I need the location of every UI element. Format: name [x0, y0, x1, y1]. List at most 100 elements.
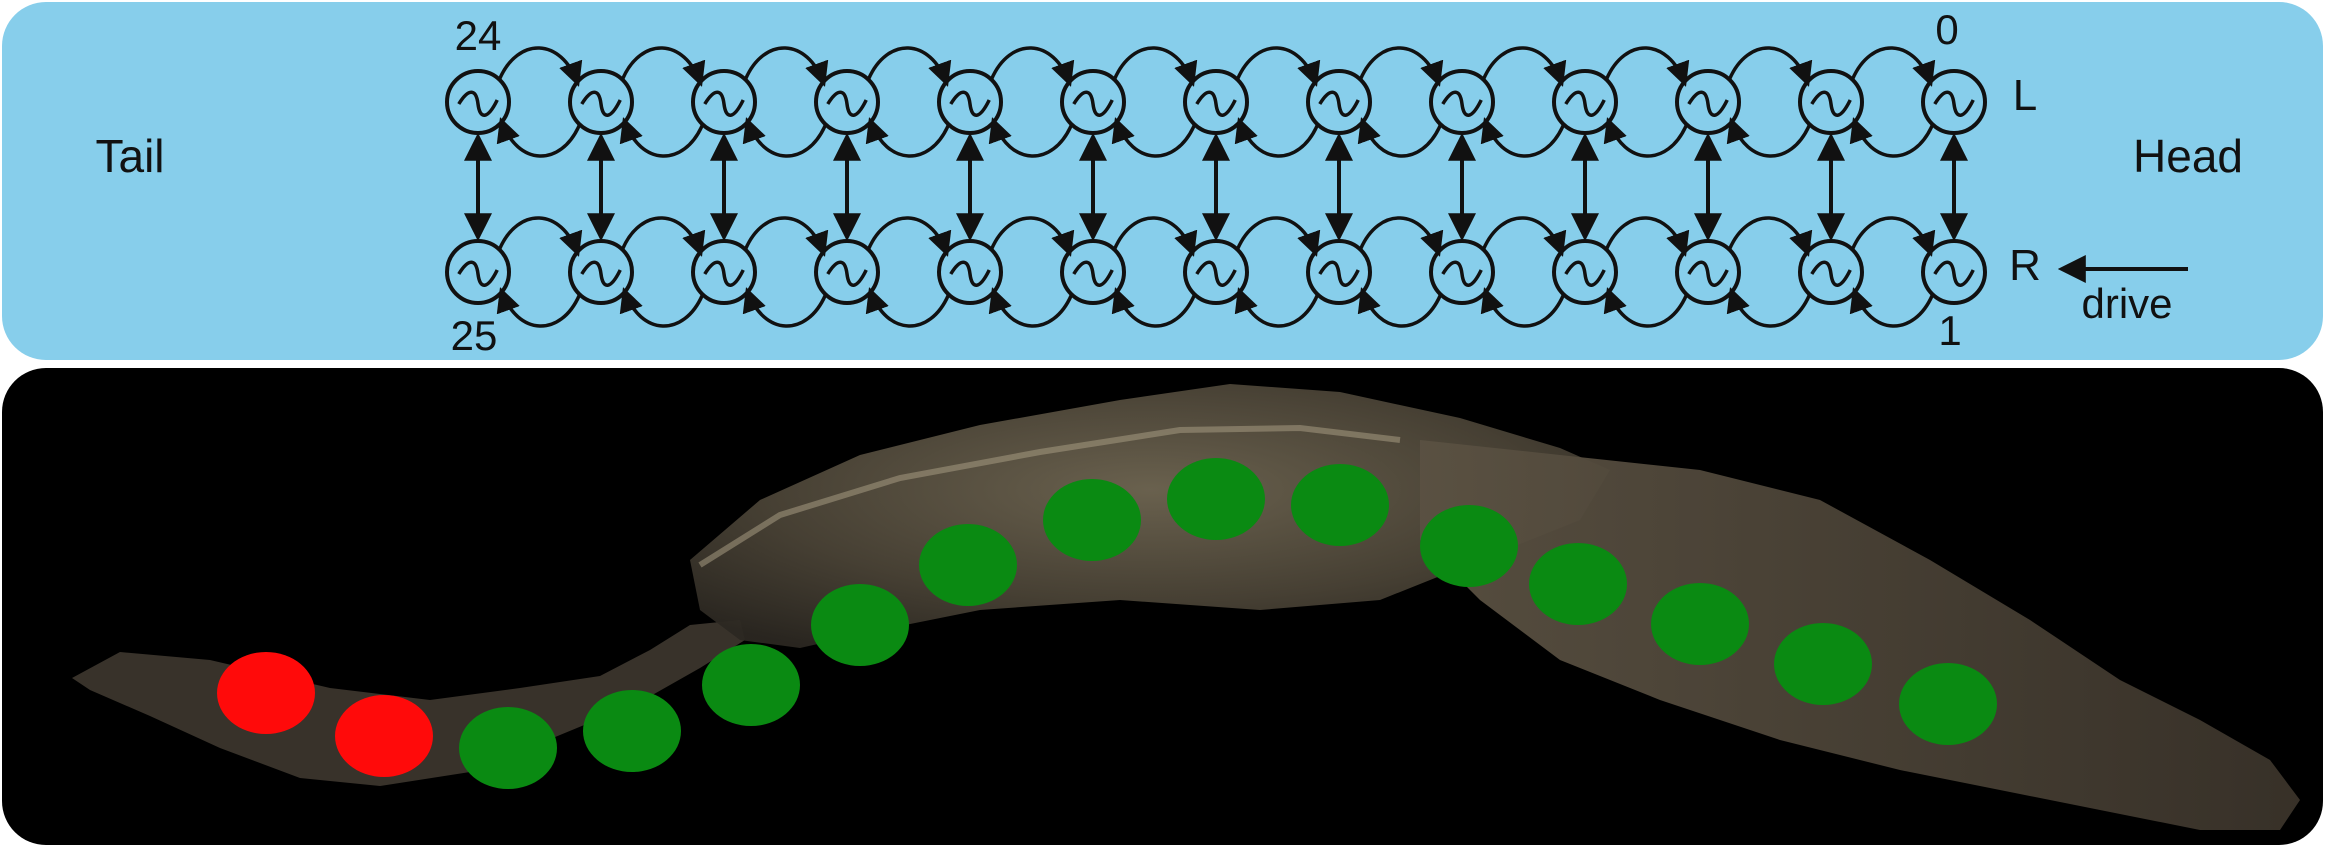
head-label: Head — [2133, 130, 2243, 182]
backward-coupling-arrow — [496, 287, 581, 328]
row-left-label: L — [2013, 71, 2037, 120]
forward-coupling-arrow — [1605, 46, 1690, 87]
sine-wave-icon — [1318, 90, 1360, 117]
tail-label: Tail — [95, 130, 164, 182]
sine-wave-icon — [703, 260, 745, 287]
backward-coupling-arrow — [742, 287, 827, 328]
sine-wave-icon — [1441, 260, 1483, 287]
sine-wave-icon — [1687, 90, 1729, 117]
green-segment-marker — [702, 644, 800, 726]
forward-coupling-arrow — [1851, 46, 1936, 87]
robot-photo-panel — [2, 368, 2323, 845]
green-segment-marker — [583, 690, 681, 772]
sine-wave-icon — [457, 90, 499, 117]
row-right-label: R — [2009, 241, 2041, 290]
backward-coupling-arrow — [1726, 117, 1811, 158]
backward-coupling-arrow — [988, 117, 1073, 158]
robot-body-mid-segment — [690, 384, 1610, 648]
sine-wave-icon — [1072, 90, 1114, 117]
backward-coupling-arrow — [1849, 117, 1934, 158]
backward-coupling-arrow — [865, 287, 950, 328]
sine-wave-icon — [949, 90, 991, 117]
panel-background — [2, 2, 2323, 360]
forward-coupling-arrow — [1728, 216, 1813, 257]
backward-coupling-arrow — [988, 287, 1073, 328]
backward-coupling-arrow — [496, 117, 581, 158]
sine-wave-icon — [826, 260, 868, 287]
backward-coupling-arrow — [1357, 117, 1442, 158]
sine-wave-icon — [1441, 90, 1483, 117]
forward-coupling-arrow — [1236, 216, 1321, 257]
backward-coupling-arrow — [1234, 287, 1319, 328]
sine-wave-icon — [580, 260, 622, 287]
robot-body-highlight — [698, 424, 1401, 568]
backward-coupling-arrow — [1480, 287, 1565, 328]
green-segment-marker — [1291, 464, 1389, 546]
sine-wave-icon — [580, 90, 622, 117]
sine-wave-icon — [1564, 90, 1606, 117]
forward-coupling-arrow — [744, 46, 829, 87]
green-segment-marker — [1529, 543, 1627, 625]
sine-wave-icon — [1933, 90, 1975, 117]
backward-coupling-arrow — [865, 117, 950, 158]
backward-coupling-arrow — [1603, 117, 1688, 158]
sine-wave-icon — [1072, 260, 1114, 287]
backward-coupling-arrow — [1111, 287, 1196, 328]
backward-coupling-arrow — [1111, 117, 1196, 158]
green-segment-marker — [811, 584, 909, 666]
oscillator-network — [445, 46, 1987, 328]
forward-coupling-arrow — [498, 46, 583, 87]
index-bottom-left: 25 — [451, 312, 498, 359]
drive-label: drive — [2081, 280, 2172, 327]
forward-coupling-arrow — [1728, 46, 1813, 87]
forward-coupling-arrow — [1482, 46, 1567, 87]
green-segment-marker — [1167, 458, 1265, 540]
red-segment-marker — [335, 695, 433, 777]
green-segment-marker — [1651, 583, 1749, 665]
sine-wave-icon — [1933, 260, 1975, 287]
sine-wave-icon — [1564, 260, 1606, 287]
backward-coupling-arrow — [1849, 287, 1934, 328]
forward-coupling-arrow — [498, 216, 583, 257]
forward-coupling-arrow — [867, 216, 952, 257]
green-segment-marker — [1043, 479, 1141, 561]
forward-coupling-arrow — [744, 216, 829, 257]
forward-coupling-arrow — [621, 46, 706, 87]
sine-wave-icon — [949, 260, 991, 287]
green-segment-marker — [1899, 663, 1997, 745]
forward-coupling-arrow — [990, 46, 1075, 87]
forward-coupling-arrow — [1605, 216, 1690, 257]
backward-coupling-arrow — [619, 287, 704, 328]
index-top-left: 24 — [455, 12, 502, 59]
forward-coupling-arrow — [1851, 216, 1936, 257]
sine-wave-icon — [457, 260, 499, 287]
forward-coupling-arrow — [1236, 46, 1321, 87]
sine-wave-icon — [1687, 260, 1729, 287]
forward-coupling-arrow — [621, 216, 706, 257]
sine-wave-icon — [826, 90, 868, 117]
index-bottom-right: 1 — [1938, 307, 1961, 354]
segment-markers — [217, 458, 1997, 789]
backward-coupling-arrow — [1726, 287, 1811, 328]
backward-coupling-arrow — [742, 117, 827, 158]
backward-coupling-arrow — [1603, 287, 1688, 328]
sine-wave-icon — [1810, 260, 1852, 287]
forward-coupling-arrow — [1113, 216, 1198, 257]
sine-wave-icon — [1195, 260, 1237, 287]
robot-body-head-segment — [1420, 440, 2300, 830]
index-top-right: 0 — [1935, 6, 1958, 53]
sine-wave-icon — [1195, 90, 1237, 117]
sine-wave-icon — [703, 90, 745, 117]
backward-coupling-arrow — [1357, 287, 1442, 328]
backward-coupling-arrow — [619, 117, 704, 158]
green-segment-marker — [1420, 505, 1518, 587]
sine-wave-icon — [1318, 260, 1360, 287]
red-segment-marker — [217, 652, 315, 734]
forward-coupling-arrow — [1482, 216, 1567, 257]
forward-coupling-arrow — [867, 46, 952, 87]
backward-coupling-arrow — [1234, 117, 1319, 158]
forward-coupling-arrow — [1359, 216, 1444, 257]
backward-coupling-arrow — [1480, 117, 1565, 158]
forward-coupling-arrow — [1113, 46, 1198, 87]
